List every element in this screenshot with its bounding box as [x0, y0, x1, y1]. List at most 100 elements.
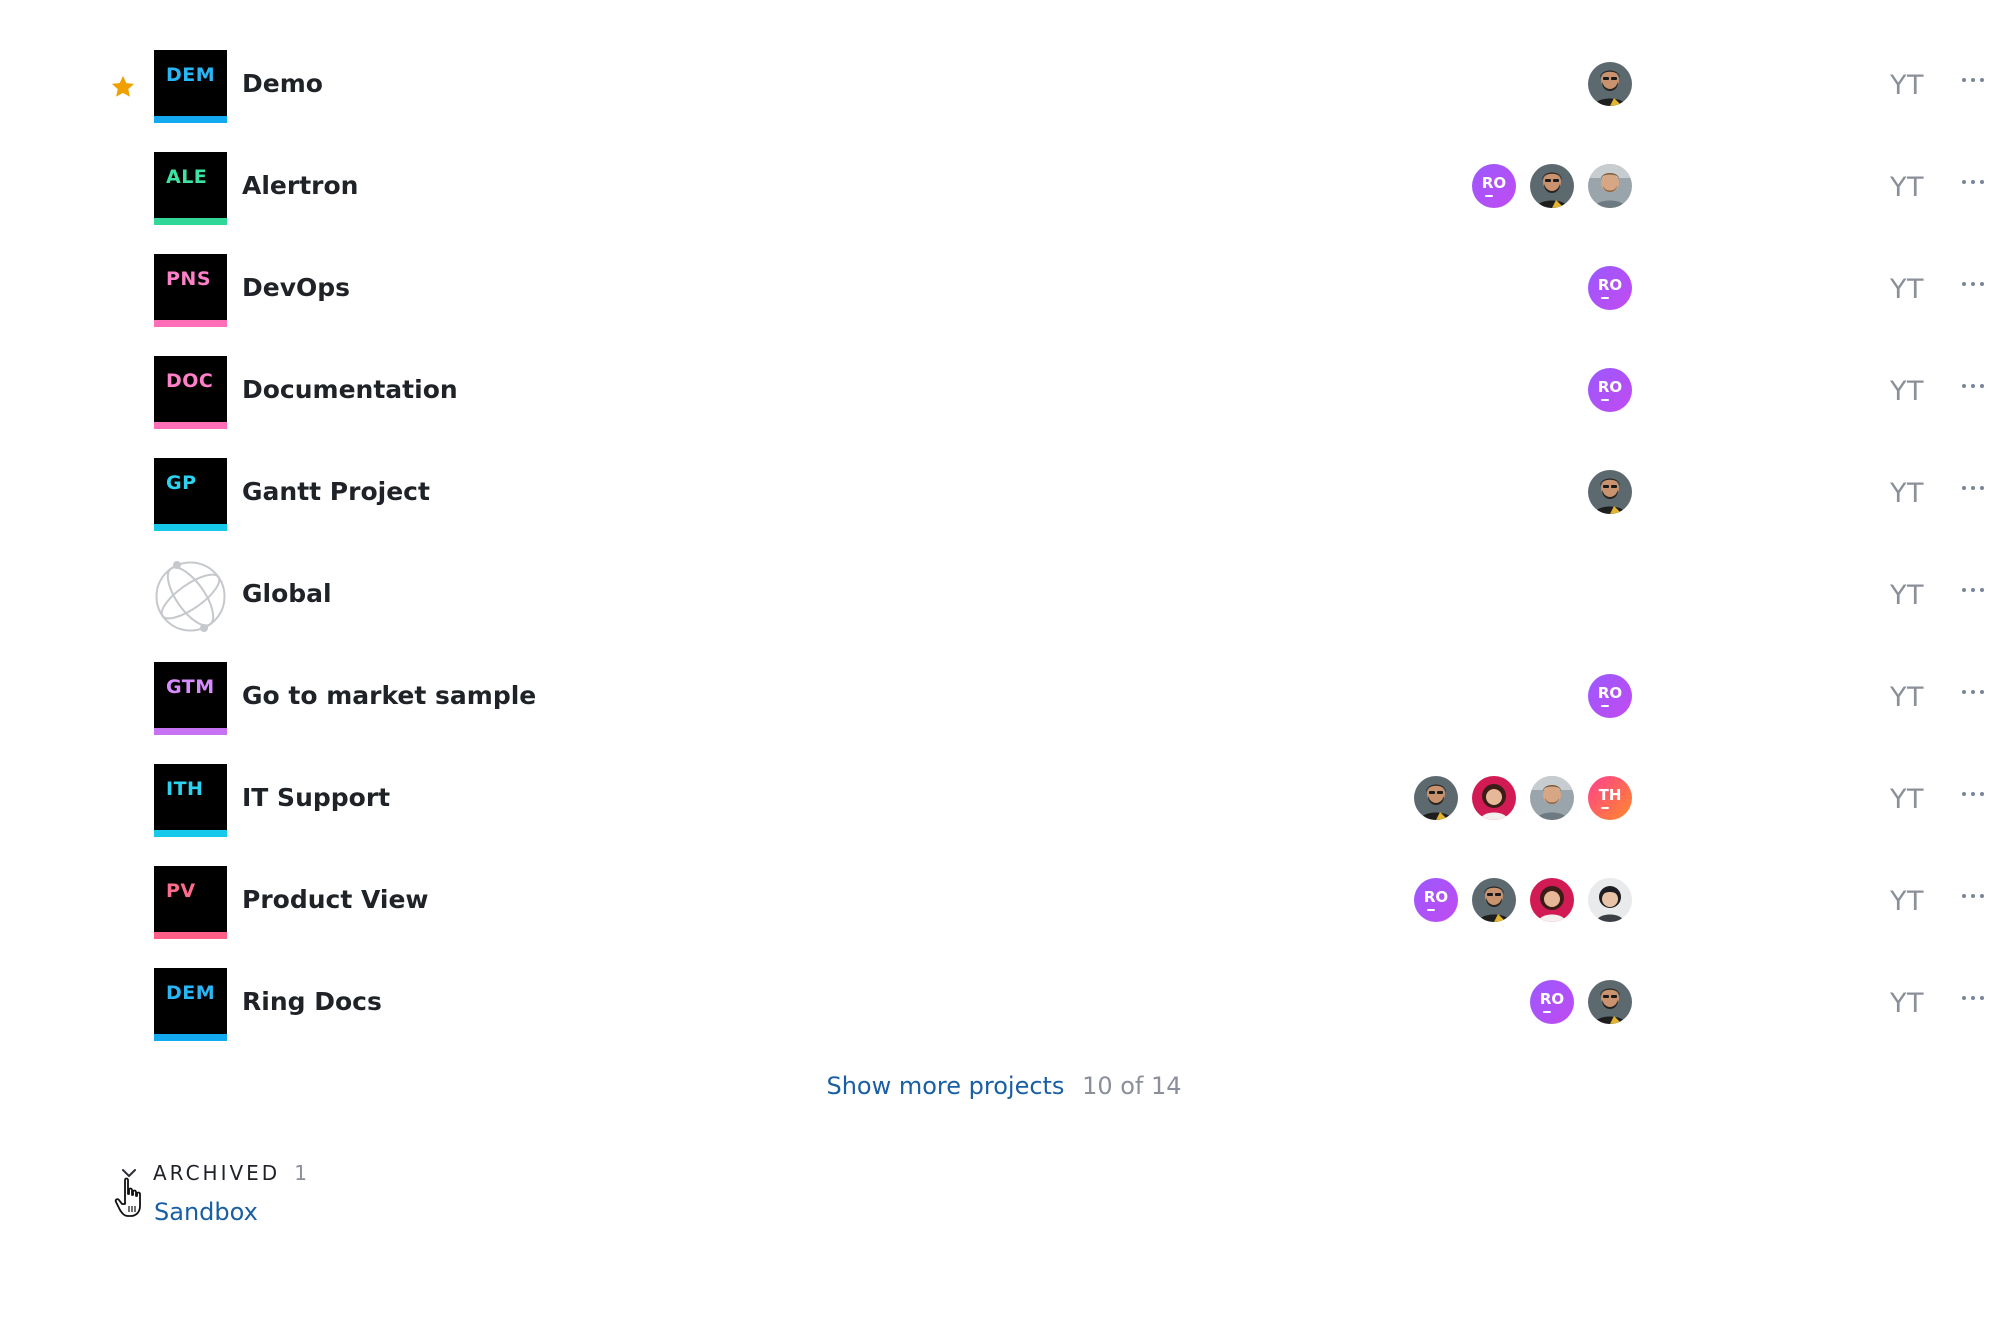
avatar-initials-text: RO: [1597, 683, 1623, 702]
project-color-bar: [154, 320, 227, 327]
avatar-photo[interactable]: [1530, 776, 1574, 820]
project-owner-badge: YT: [1890, 682, 1924, 713]
project-owner-badge: YT: [1890, 172, 1924, 203]
project-name-link[interactable]: IT Support: [242, 783, 391, 812]
avatar-dash: [1601, 704, 1609, 707]
avatar-dash: [1427, 908, 1435, 911]
project-owner-badge: YT: [1890, 580, 1924, 611]
project-members: RO: [1530, 980, 1632, 1024]
avatar-photo[interactable]: [1588, 164, 1632, 208]
avatar-dash: [1601, 806, 1609, 809]
archived-title: ARCHIVED: [153, 1161, 281, 1185]
avatar-initials-text: RO: [1481, 173, 1507, 192]
archived-project-link[interactable]: Sandbox: [154, 1198, 258, 1226]
project-name-link[interactable]: Gantt Project: [242, 477, 430, 506]
avatar-initials[interactable]: RO: [1530, 980, 1574, 1024]
avatar-photo[interactable]: [1588, 980, 1632, 1024]
project-members: RO: [1414, 878, 1632, 922]
project-members: TH: [1414, 776, 1632, 820]
avatar-photo[interactable]: [1530, 164, 1574, 208]
avatar-photo[interactable]: [1472, 776, 1516, 820]
project-name-link[interactable]: Demo: [242, 69, 323, 98]
globe-icon: [154, 560, 227, 633]
project-logo: DEM: [154, 968, 227, 1041]
more-horizontal-icon[interactable]: [1955, 368, 1991, 404]
project-row[interactable]: PV Product View RO YT: [0, 864, 2008, 966]
project-logo: DOC: [154, 356, 227, 429]
project-key: DOC: [166, 370, 214, 392]
star-icon[interactable]: [108, 72, 138, 102]
project-members: [1588, 62, 1632, 106]
avatar-photo[interactable]: [1472, 878, 1516, 922]
more-horizontal-icon[interactable]: [1955, 62, 1991, 98]
project-name-link[interactable]: Global: [242, 579, 332, 608]
project-name-link[interactable]: Documentation: [242, 375, 458, 404]
project-owner-badge: YT: [1890, 886, 1924, 917]
more-horizontal-icon[interactable]: [1955, 776, 1991, 812]
project-row[interactable]: DOC Documentation RO YT: [0, 354, 2008, 456]
project-name-link[interactable]: DevOps: [242, 273, 351, 302]
project-logo: ITH: [154, 764, 227, 837]
project-key: DEM: [166, 64, 216, 86]
project-color-bar: [154, 218, 227, 225]
project-owner-badge: YT: [1890, 784, 1924, 815]
show-more-projects-link[interactable]: Show more projects: [826, 1072, 1065, 1100]
project-members: RO: [1588, 674, 1632, 718]
project-logo: GTM: [154, 662, 227, 735]
archived-section-header[interactable]: ARCHIVED 1: [118, 1158, 307, 1188]
more-horizontal-icon[interactable]: [1955, 266, 1991, 302]
avatar-initials-text: RO: [1597, 377, 1623, 396]
project-name-link[interactable]: Product View: [242, 885, 429, 914]
avatar-photo[interactable]: [1530, 878, 1574, 922]
project-color-bar: [154, 830, 227, 837]
project-name-link[interactable]: Alertron: [242, 171, 359, 200]
more-horizontal-icon[interactable]: [1955, 164, 1991, 200]
project-key: DEM: [166, 982, 216, 1004]
chevron-down-icon[interactable]: [118, 1162, 140, 1184]
project-color-bar: [154, 728, 227, 735]
more-horizontal-icon[interactable]: [1955, 470, 1991, 506]
project-members: [1588, 470, 1632, 514]
avatar-initials[interactable]: TH: [1588, 776, 1632, 820]
avatar-photo[interactable]: [1414, 776, 1458, 820]
archived-count: 1: [294, 1161, 307, 1185]
avatar-initials-text: TH: [1598, 785, 1622, 804]
project-name-link[interactable]: Ring Docs: [242, 987, 382, 1016]
project-members: RO: [1472, 164, 1632, 208]
show-more-count: 10 of 14: [1082, 1072, 1182, 1100]
project-owner-badge: YT: [1890, 376, 1924, 407]
avatar-photo[interactable]: [1588, 470, 1632, 514]
avatar-initials[interactable]: RO: [1414, 878, 1458, 922]
project-owner-badge: YT: [1890, 988, 1924, 1019]
project-logo: GP: [154, 458, 227, 531]
project-color-bar: [154, 422, 227, 429]
avatar-photo[interactable]: [1588, 62, 1632, 106]
avatar-dash: [1543, 1010, 1551, 1013]
project-row[interactable]: GTM Go to market sample RO YT: [0, 660, 2008, 762]
project-key: GTM: [166, 676, 215, 698]
project-logo: DEM: [154, 50, 227, 123]
more-horizontal-icon[interactable]: [1955, 980, 1991, 1016]
project-row[interactable]: Global YT: [0, 558, 2008, 660]
avatar-initials[interactable]: RO: [1588, 674, 1632, 718]
avatar-initials[interactable]: RO: [1588, 266, 1632, 310]
more-horizontal-icon[interactable]: [1955, 674, 1991, 710]
project-owner-badge: YT: [1890, 70, 1924, 101]
project-key: PV: [166, 880, 196, 902]
more-horizontal-icon[interactable]: [1955, 572, 1991, 608]
project-row[interactable]: DEM Demo YT: [0, 48, 2008, 150]
avatar-initials-text: RO: [1597, 275, 1623, 294]
project-logo: PV: [154, 866, 227, 939]
project-name-link[interactable]: Go to market sample: [242, 681, 537, 710]
project-key: GP: [166, 472, 197, 494]
avatar-photo[interactable]: [1588, 878, 1632, 922]
avatar-initials[interactable]: RO: [1472, 164, 1516, 208]
project-row[interactable]: DEM Ring Docs RO YT: [0, 966, 2008, 1068]
project-row[interactable]: ITH IT Support TH YT: [0, 762, 2008, 864]
more-horizontal-icon[interactable]: [1955, 878, 1991, 914]
avatar-initials[interactable]: RO: [1588, 368, 1632, 412]
avatar-initials-text: RO: [1423, 887, 1449, 906]
